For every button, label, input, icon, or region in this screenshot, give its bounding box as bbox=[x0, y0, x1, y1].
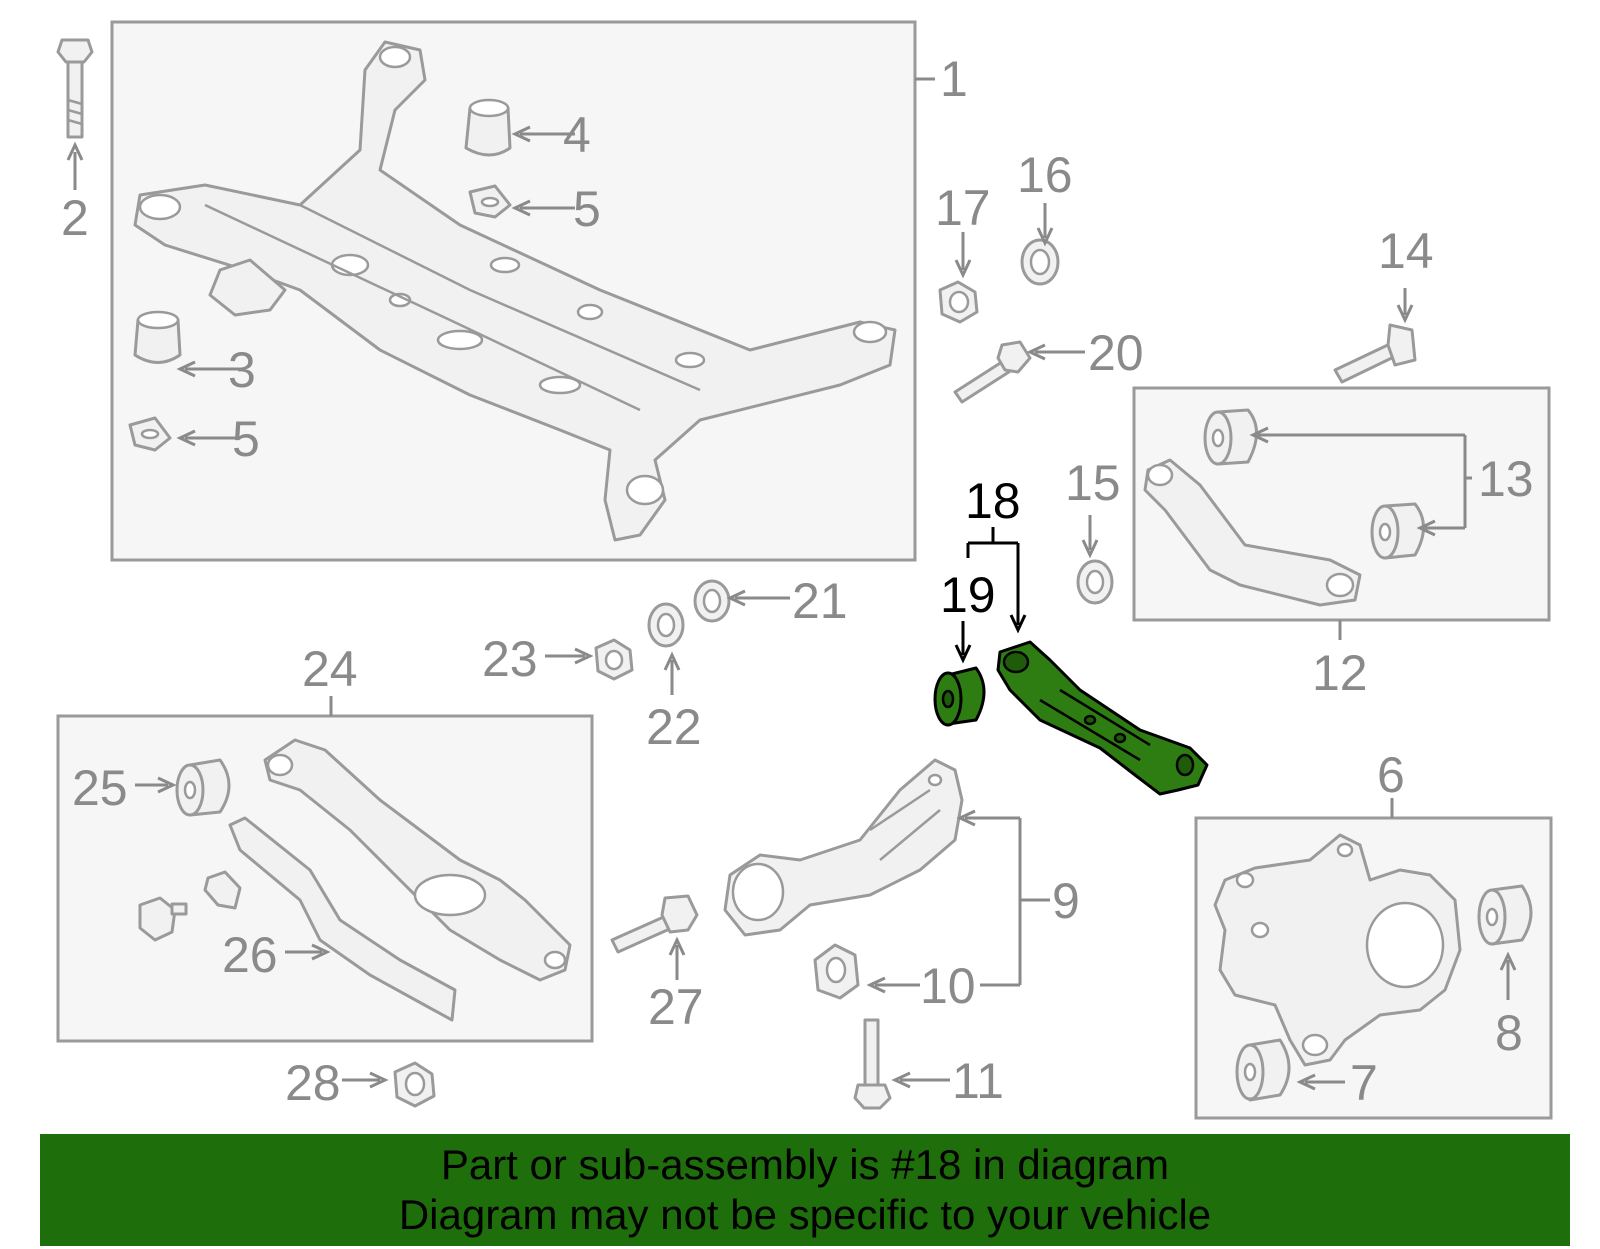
callout-17: 17 bbox=[935, 180, 991, 236]
bolt-small bbox=[138, 896, 188, 942]
washer-5-upper bbox=[468, 184, 512, 219]
bushing-25 bbox=[175, 758, 231, 817]
callout-3: 3 bbox=[228, 342, 256, 398]
nut-28 bbox=[393, 1061, 436, 1108]
nut-17 bbox=[938, 280, 979, 324]
washer-5-lower bbox=[128, 416, 172, 452]
callout-16: 16 bbox=[1017, 147, 1073, 203]
bolt-14 bbox=[1333, 323, 1417, 384]
callout-21: 21 bbox=[792, 573, 848, 629]
washer-21 bbox=[693, 579, 731, 623]
callout-18: 18 bbox=[965, 473, 1021, 529]
bracket-26 bbox=[228, 816, 457, 1022]
knuckle-assembly bbox=[1194, 816, 1553, 1120]
callout-27: 27 bbox=[648, 979, 704, 1035]
leader-lines bbox=[66, 77, 1517, 1091]
callout-11: 11 bbox=[952, 1053, 1004, 1109]
callout-5-upper: 5 bbox=[573, 181, 601, 237]
washer-16 bbox=[1020, 238, 1060, 286]
crossmember-part bbox=[133, 40, 897, 542]
bushing-3 bbox=[133, 310, 182, 364]
callout-22: 22 bbox=[646, 699, 702, 755]
callout-13: 13 bbox=[1478, 451, 1534, 507]
callout-25: 25 bbox=[72, 760, 128, 816]
callout-5-lower: 5 bbox=[232, 411, 260, 467]
info-banner: Part or sub-assembly is #18 in diagram D… bbox=[40, 1134, 1570, 1246]
callout-6: 6 bbox=[1377, 747, 1405, 803]
callout-1: 1 bbox=[940, 51, 968, 107]
callout-10: 10 bbox=[920, 958, 976, 1014]
bushing-4 bbox=[464, 98, 512, 157]
banner-line-1: Part or sub-assembly is #18 in diagram bbox=[440, 1141, 1170, 1188]
callout-23: 23 bbox=[482, 631, 538, 687]
bolt-20 bbox=[953, 340, 1032, 404]
crossmember-assembly bbox=[110, 20, 917, 562]
bushing-13-lower bbox=[1370, 502, 1425, 560]
callout-20: 20 bbox=[1088, 325, 1144, 381]
callout-12: 12 bbox=[1312, 645, 1368, 701]
callout-15: 15 bbox=[1065, 455, 1121, 511]
clip-part bbox=[203, 870, 242, 910]
callout-9: 9 bbox=[1052, 873, 1080, 929]
lower-arm-assembly bbox=[56, 714, 594, 1043]
callout-labels: 1 2 3 4 5 5 6 7 8 9 10 11 12 13 14 15 16… bbox=[61, 51, 1534, 1111]
lower-control-arm-18-highlighted bbox=[996, 640, 1209, 796]
bushing-10 bbox=[813, 943, 860, 1000]
callout-19: 19 bbox=[940, 567, 996, 623]
bushing-13-upper bbox=[1203, 408, 1258, 466]
callout-4: 4 bbox=[563, 107, 591, 163]
bolt-27 bbox=[610, 894, 699, 954]
callout-26: 26 bbox=[222, 927, 278, 983]
bolt-11 bbox=[853, 1018, 892, 1110]
upper-arm-assembly bbox=[1132, 386, 1551, 622]
washer-22 bbox=[647, 602, 685, 648]
bushing-19-highlighted bbox=[933, 666, 986, 727]
banner-line-2: Diagram may not be specific to your vehi… bbox=[398, 1191, 1212, 1238]
callout-2: 2 bbox=[61, 190, 89, 246]
bolt-2 bbox=[56, 38, 94, 139]
nut-23 bbox=[594, 638, 634, 681]
bushing-7 bbox=[1235, 1038, 1291, 1102]
callout-7: 7 bbox=[1350, 1055, 1378, 1111]
trailing-arm-9 bbox=[723, 758, 964, 937]
callout-14: 14 bbox=[1378, 223, 1434, 279]
bushing-8 bbox=[1477, 884, 1533, 946]
callout-28: 28 bbox=[285, 1055, 341, 1111]
callout-8: 8 bbox=[1495, 1005, 1523, 1061]
washer-15 bbox=[1076, 559, 1114, 605]
callout-24: 24 bbox=[302, 641, 358, 697]
